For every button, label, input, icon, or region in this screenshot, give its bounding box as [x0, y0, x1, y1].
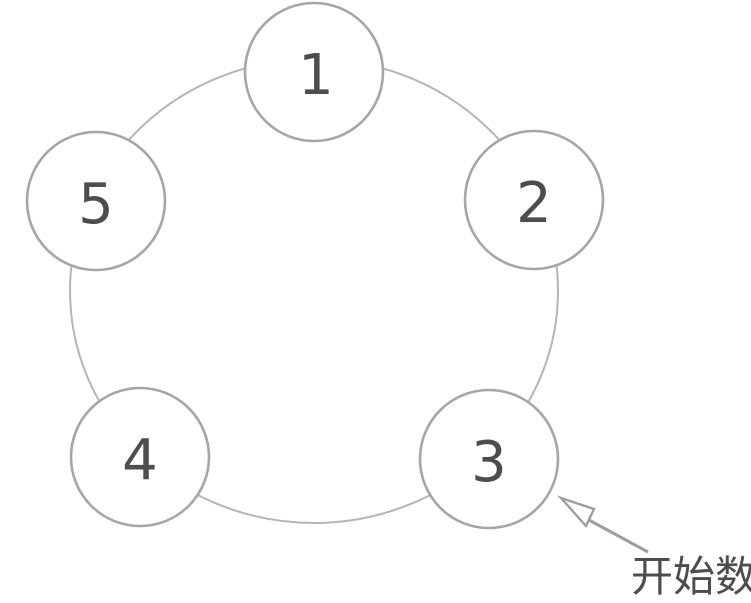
node-4: 4	[69, 386, 211, 528]
node-3-circle	[418, 388, 560, 530]
node-3-label: 3	[471, 430, 507, 495]
node-1-circle	[243, 1, 385, 143]
node-2: 2	[463, 129, 605, 271]
node-3: 3	[418, 388, 560, 530]
node-2-label: 2	[516, 171, 552, 236]
node-4-circle	[69, 386, 211, 528]
node-5-circle	[25, 130, 167, 272]
start-annotation-label: 开始数	[631, 552, 751, 601]
node-1: 1	[243, 1, 385, 143]
node-1-label: 1	[298, 43, 334, 108]
node-2-circle	[463, 129, 605, 271]
start-arrow-head-icon	[557, 495, 596, 529]
start-arrow-shaft	[588, 518, 649, 554]
start-arrow	[557, 495, 649, 554]
node-4-label: 4	[122, 428, 158, 493]
node-5: 5	[25, 130, 167, 272]
node-5-label: 5	[78, 172, 114, 237]
